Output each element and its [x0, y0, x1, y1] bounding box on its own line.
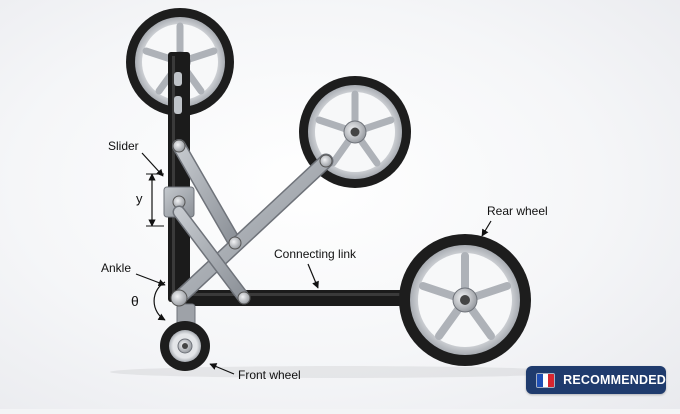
connecting-link-label: Connecting link: [274, 247, 357, 261]
y-label: y: [136, 191, 143, 206]
slider-pointer: [141, 152, 164, 177]
front-wheel-pointer: [209, 363, 235, 375]
connecting-link-pointer: [307, 263, 319, 289]
vertical-frame: [168, 52, 190, 302]
link-arms: [171, 139, 334, 306]
recommended-badge: RECOMMENDED: [526, 366, 666, 394]
badge-text: RECOMMENDED: [563, 373, 666, 387]
theta-label: θ: [131, 293, 139, 309]
front-wheel-label: Front wheel: [238, 368, 301, 382]
rear-wheel: [399, 234, 531, 366]
ankle-label: Ankle: [101, 261, 131, 275]
rear-wheel-label: Rear wheel: [487, 204, 548, 218]
theta-arc: [153, 281, 166, 321]
slider-label: Slider: [108, 139, 139, 153]
ground-shadow: [110, 366, 570, 378]
ankle-pointer: [135, 273, 166, 287]
french-flag-icon: [536, 372, 556, 388]
horizontal-frame: [178, 290, 410, 306]
pivot-joints: [170, 139, 333, 307]
front-wheel: [160, 303, 210, 371]
rear-wheel-pointer: [481, 220, 492, 237]
